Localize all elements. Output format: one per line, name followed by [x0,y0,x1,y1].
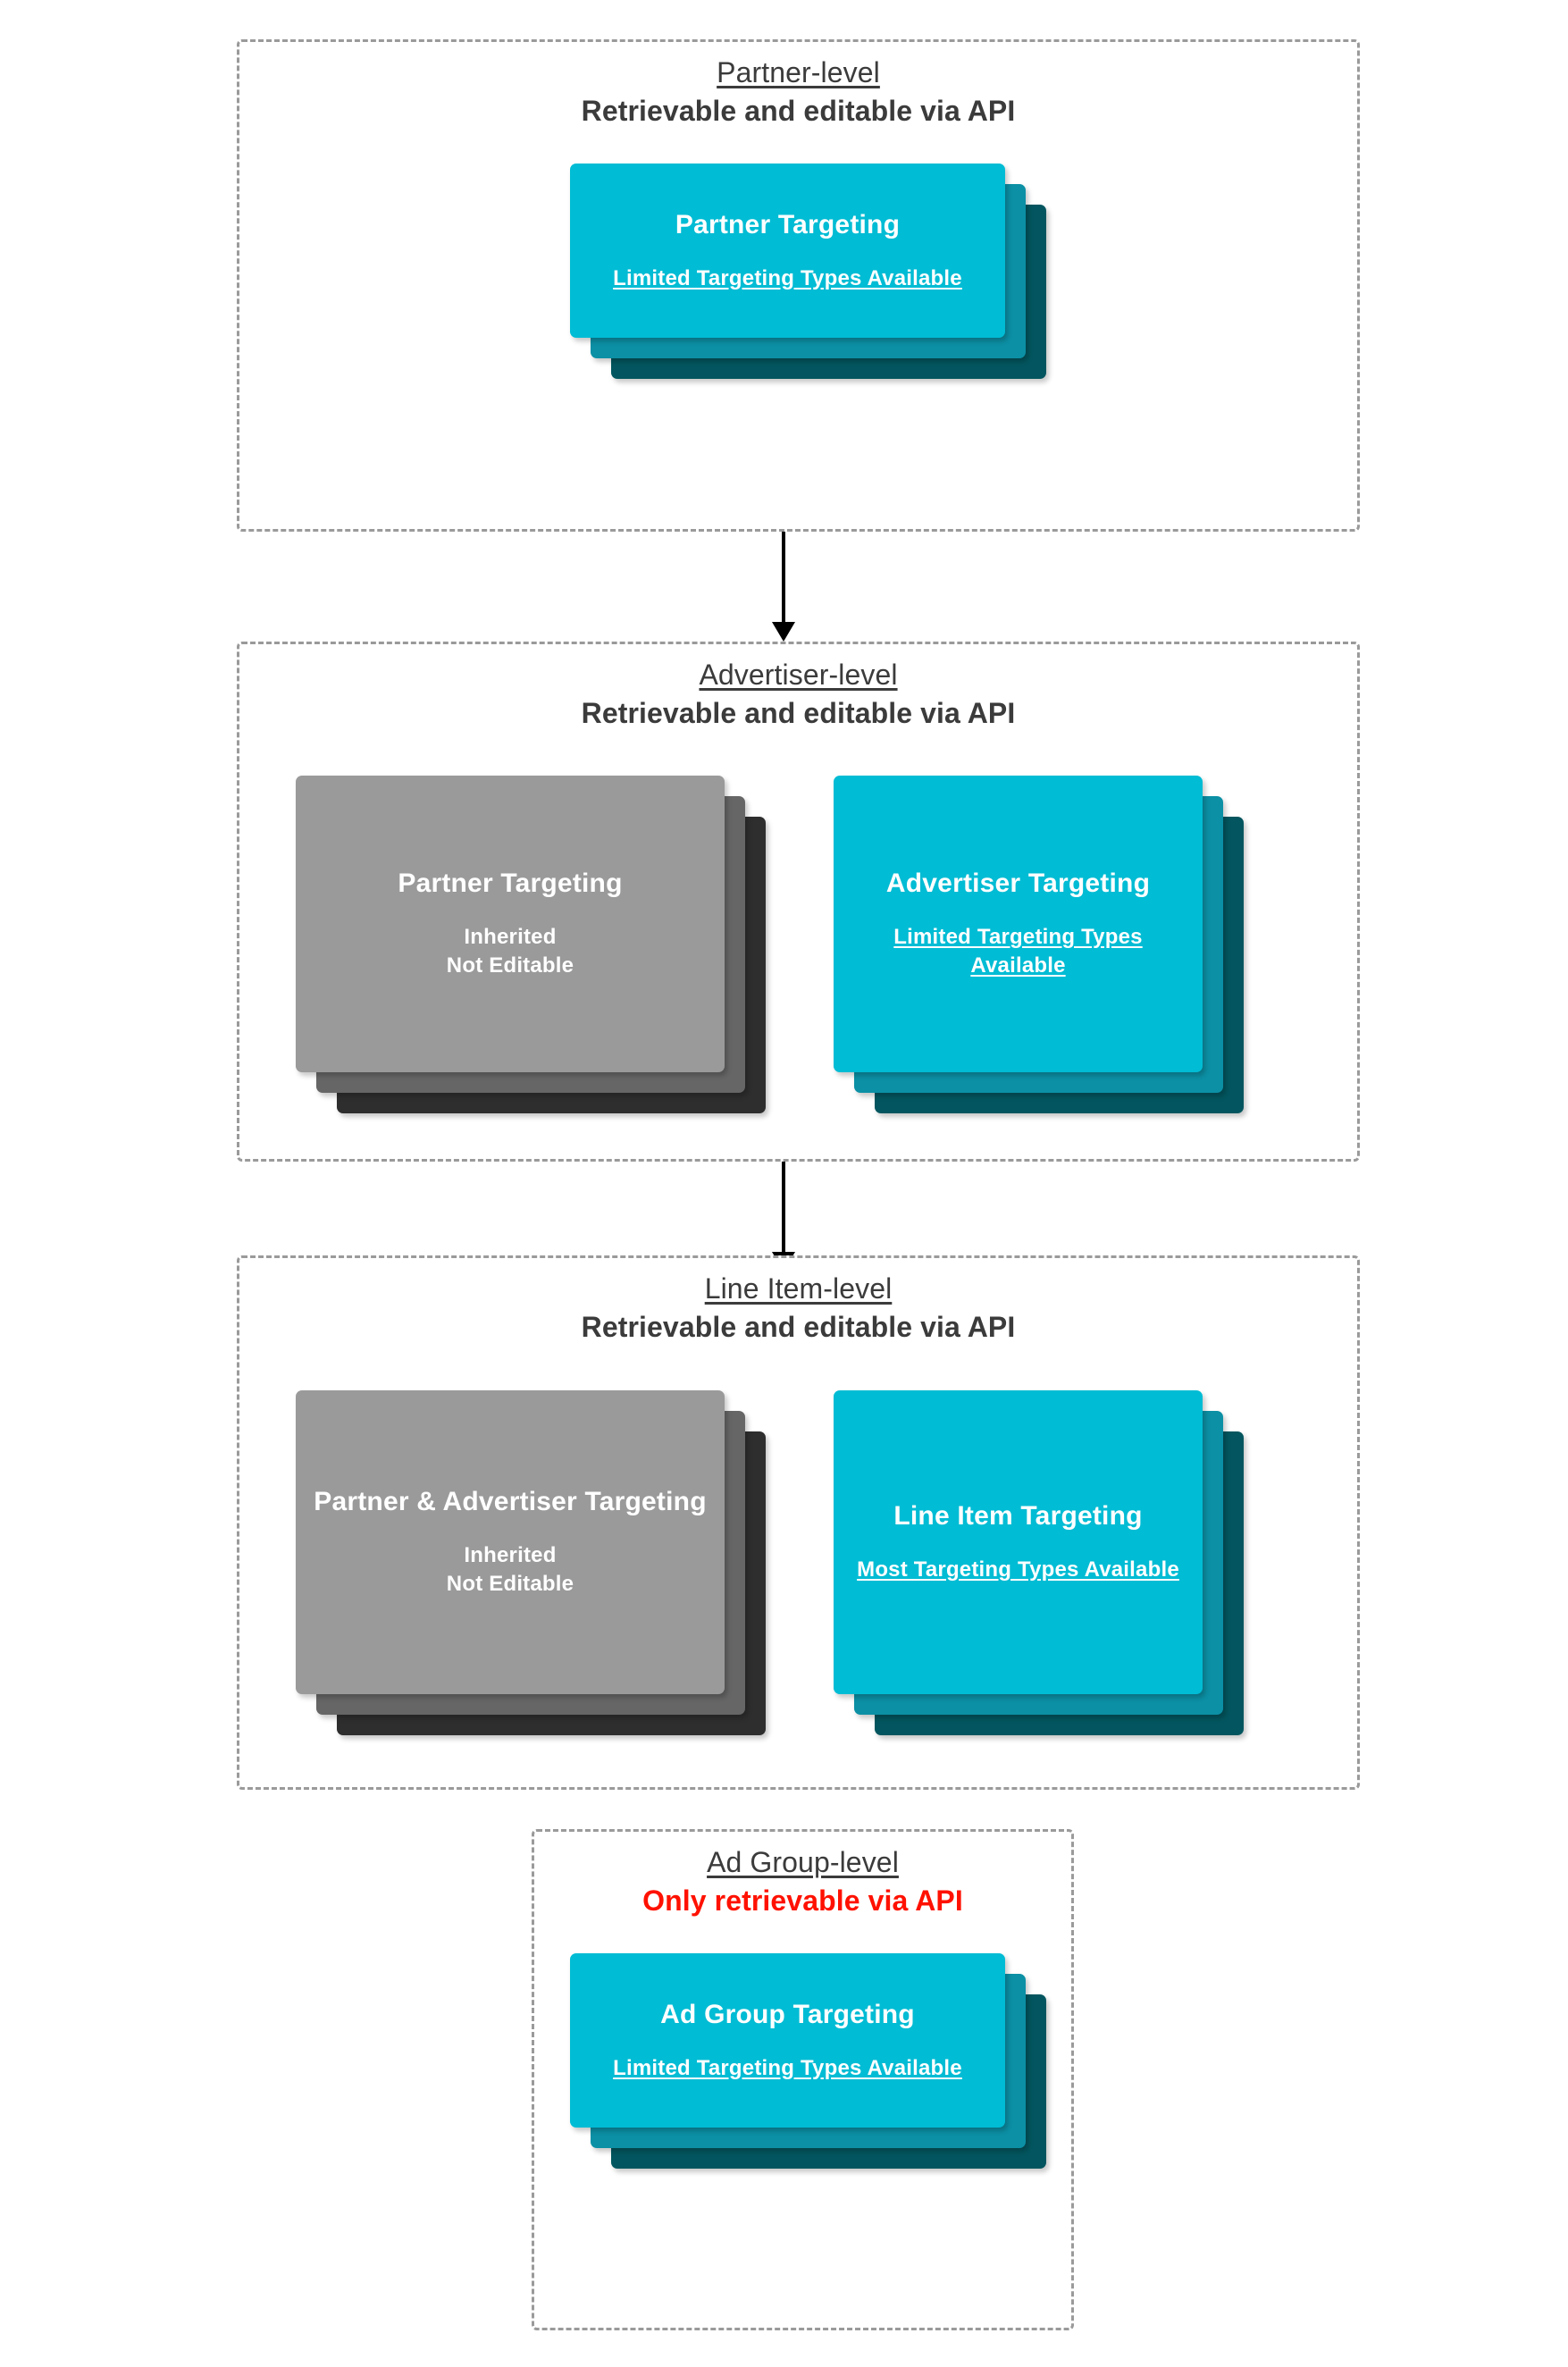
level-subtitle: Retrievable and editable via API [581,696,1016,729]
card-partner-targeting[interactable]: Partner Targeting Limited Targeting Type… [570,164,1005,338]
level-title: Advertiser-level [699,659,898,691]
level-box-line-item: Line Item-level Retrievable and editable… [237,1255,1360,1790]
card-title: Partner Targeting [675,209,901,239]
arrow-head [772,622,795,642]
level-subtitle: Only retrievable via API [642,1884,963,1917]
card-title: Ad Group Targeting [660,1999,915,2029]
level-subtitle: Retrievable and editable via API [581,94,1016,127]
card-stack-advertiser-targeting: Advertiser Targeting Limited Targeting T… [834,776,1244,1120]
arrow-shaft [782,1162,785,1252]
card-stack-advertiser-inherited: Partner Targeting Inherited Not Editable [296,776,766,1120]
level-heading-partner: Partner-level Retrievable and editable v… [239,56,1357,128]
arrow-shaft [782,532,785,622]
level-title: Line Item-level [704,1272,893,1305]
card-stack-lineitem-inherited: Partner & Advertiser Targeting Inherited… [296,1390,766,1739]
card-note: Inherited Not Editable [446,925,574,978]
level-subtitle: Retrievable and editable via API [581,1310,1016,1343]
level-title: Ad Group-level [707,1846,899,1878]
level-box-partner: Partner-level Retrievable and editable v… [237,39,1360,532]
level-heading-ad-group: Ad Group-level Only retrievable via API [534,1846,1071,1918]
card-line-item-targeting[interactable]: Line Item Targeting Most Targeting Types… [834,1390,1203,1694]
card-title: Line Item Targeting [893,1501,1143,1532]
card-partner-targeting-inherited[interactable]: Partner Targeting Inherited Not Editable [296,776,725,1072]
card-stack-lineitem-targeting: Line Item Targeting Most Targeting Types… [834,1390,1244,1739]
card-advertiser-targeting[interactable]: Advertiser Targeting Limited Targeting T… [834,776,1203,1072]
card-partner-advertiser-targeting-inherited[interactable]: Partner & Advertiser Targeting Inherited… [296,1390,725,1694]
connector-arrow-partner-to-advertiser [768,532,799,642]
level-box-ad-group: Ad Group-level Only retrievable via API … [532,1829,1074,2330]
level-heading-line-item: Line Item-level Retrievable and editable… [239,1272,1357,1344]
card-title: Advertiser Targeting [885,869,1151,899]
card-stack-ad-group-targeting: Ad Group Targeting Limited Targeting Typ… [570,1953,1046,2186]
card-note: Inherited Not Editable [446,1543,574,1596]
card-note: Most Targeting Types Available [857,1557,1179,1582]
card-note: Limited Targeting Types Available [613,2055,962,2080]
level-box-advertiser: Advertiser-level Retrievable and editabl… [237,642,1360,1162]
level-heading-advertiser: Advertiser-level Retrievable and editabl… [239,659,1357,730]
card-title: Partner Targeting [398,869,623,899]
card-note: Limited Targeting Types Available [613,265,962,290]
card-stack-partner-targeting: Partner Targeting Limited Targeting Type… [570,164,1046,396]
card-note: Limited Targeting Types Available [893,925,1143,978]
level-title: Partner-level [717,56,880,88]
card-title: Partner & Advertiser Targeting [314,1487,707,1517]
card-ad-group-targeting[interactable]: Ad Group Targeting Limited Targeting Typ… [570,1953,1005,2128]
